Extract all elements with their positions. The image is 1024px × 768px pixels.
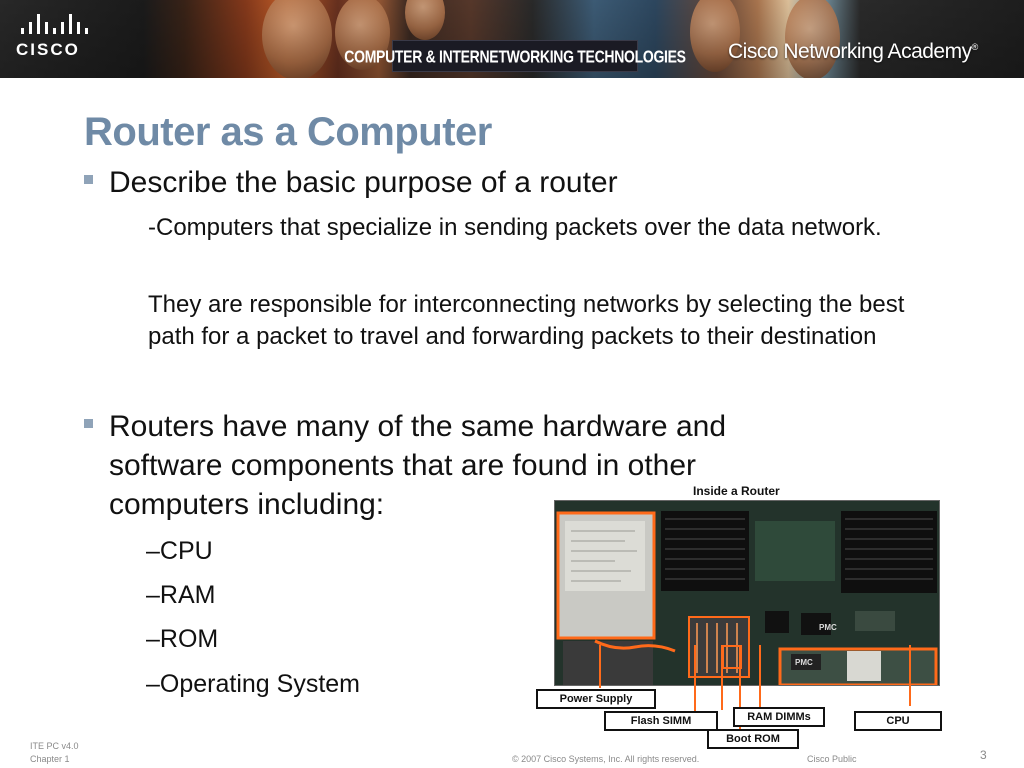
- footer-classification: Cisco Public: [807, 754, 857, 764]
- program-title: COMPUTER & INTERNETWORKING TECHNOLOGIES: [344, 46, 686, 66]
- router-internals-drawing: [555, 501, 939, 685]
- label-boot-rom: Boot ROM: [707, 729, 799, 749]
- banner-photo-face: [690, 0, 740, 72]
- cisco-bars-icon: [21, 14, 96, 34]
- cisco-wordmark: CISCO: [16, 40, 80, 59]
- bullet-square-icon: [84, 419, 93, 428]
- slide-title: Router as a Computer: [84, 110, 492, 154]
- registered-mark: ®: [971, 42, 979, 52]
- figure-title: Inside a Router: [693, 484, 780, 498]
- pmc-chip-label: PMC: [819, 623, 837, 632]
- pmc-chip-label: PMC: [795, 658, 813, 667]
- banner-photo-face: [262, 0, 332, 78]
- bullet-1-paragraph-1: -Computers that specialize in sending pa…: [148, 214, 882, 241]
- header-banner: CISCO COMPUTER & INTERNETWORKING TECHNOL…: [0, 0, 1024, 78]
- footer-chapter: Chapter 1: [30, 754, 70, 764]
- label-flash-simm: Flash SIMM: [604, 711, 718, 731]
- list-item-operating-system: –Operating System: [146, 670, 360, 698]
- cisco-logo: CISCO: [16, 14, 96, 64]
- bullet-2: Routers have many of the same hardware a…: [84, 407, 964, 524]
- bullet-1: Describe the basic purpose of a router: [84, 163, 618, 202]
- footer-copyright: © 2007 Cisco Systems, Inc. All rights re…: [512, 754, 700, 764]
- program-title-box: COMPUTER & INTERNETWORKING TECHNOLOGIES: [344, 40, 686, 72]
- bullet-1-paragraph-2: They are responsible for interconnecting…: [148, 291, 905, 350]
- list-item-ram: –RAM: [146, 581, 216, 609]
- label-ram-dimms: RAM DIMMs: [733, 707, 825, 727]
- banner-photo-face: [335, 0, 390, 70]
- label-cpu: CPU: [854, 711, 942, 731]
- router-internals-image: PMC PMC: [554, 500, 940, 686]
- academy-name-text: Cisco Networking Academy: [728, 40, 972, 63]
- banner-photo-face: [785, 0, 840, 78]
- list-item-rom: –ROM: [146, 625, 219, 653]
- page-number: 3: [980, 748, 987, 762]
- academy-name: Cisco Networking Academy®: [728, 40, 978, 64]
- bullet-2-text: Routers have many of the same hardware a…: [109, 410, 727, 521]
- label-power-supply: Power Supply: [536, 689, 656, 709]
- footer-version: ITE PC v4.0: [30, 741, 79, 751]
- list-item-cpu: –CPU: [146, 537, 213, 565]
- bullet-square-icon: [84, 175, 93, 184]
- bullet-1-text: Describe the basic purpose of a router: [109, 166, 618, 199]
- label-connector-lines: [599, 645, 911, 732]
